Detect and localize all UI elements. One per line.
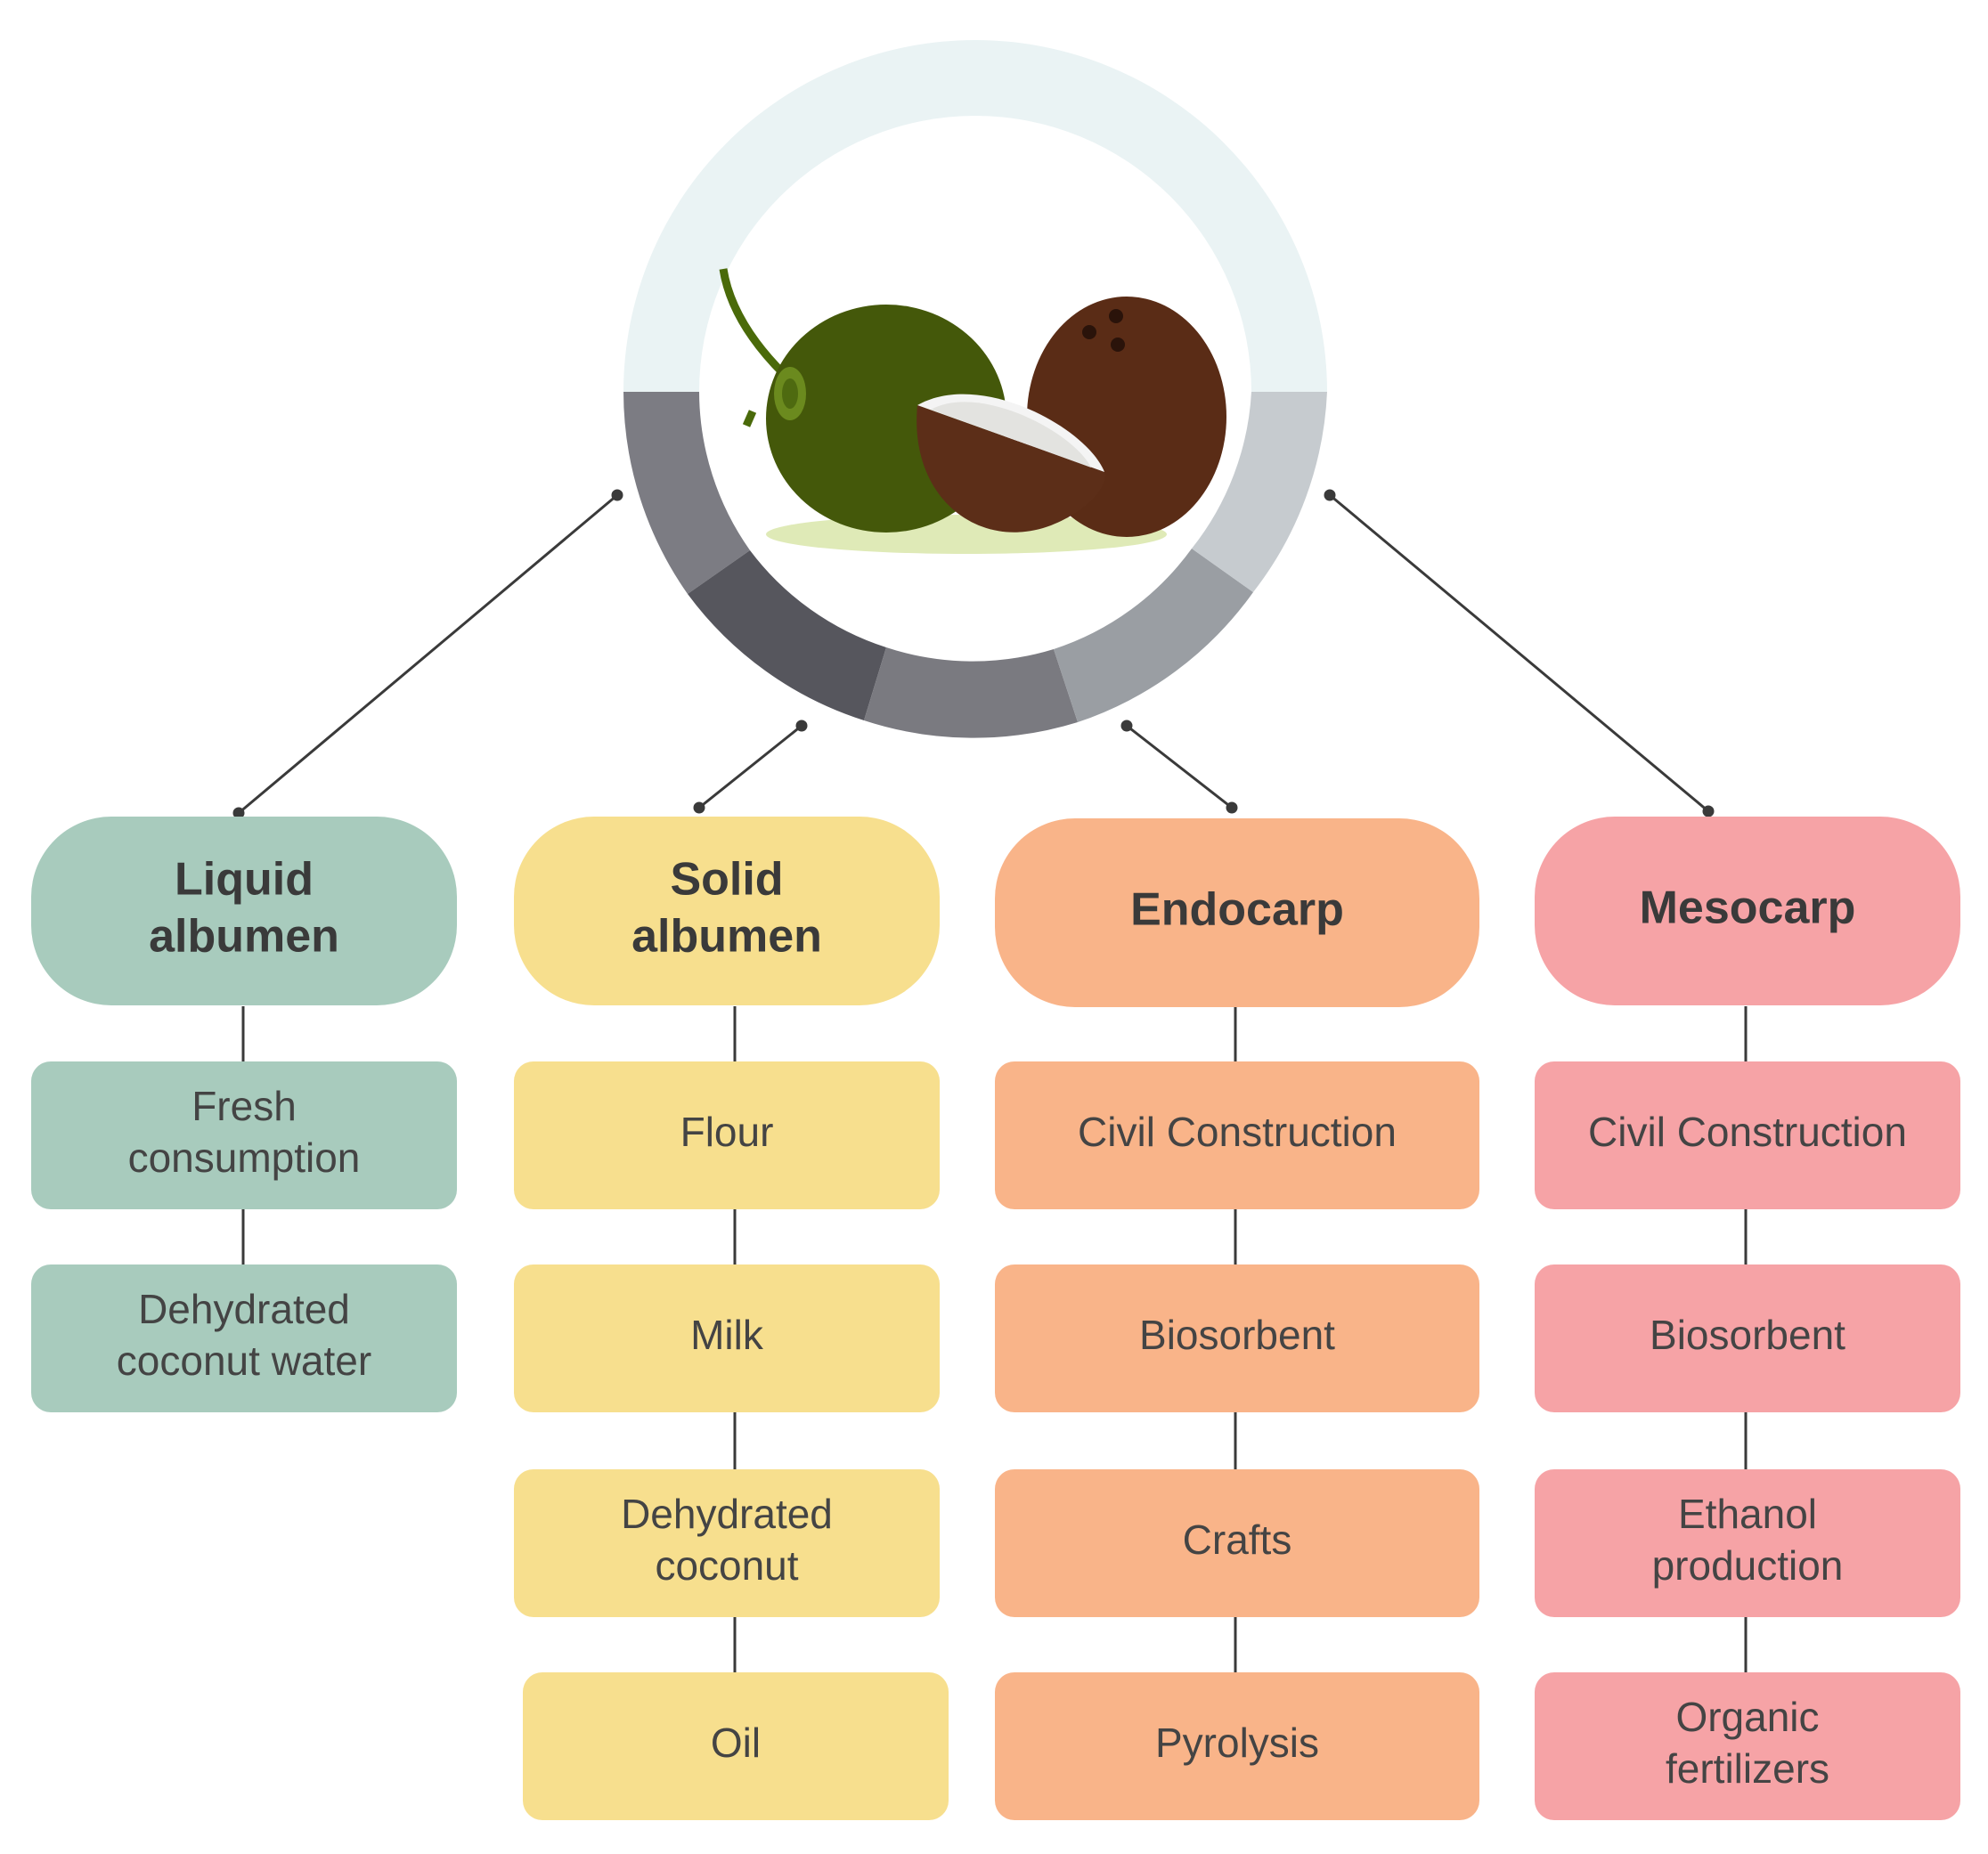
liquid-item-label-line: Fresh	[191, 1083, 297, 1129]
mesocarp-item: Biosorbent	[1535, 1264, 1960, 1412]
endocarp-item-label-line: Civil Construction	[1078, 1109, 1397, 1155]
solid-item: Oil	[523, 1672, 949, 1820]
solid-header-box	[514, 817, 940, 1005]
endocarp-item-box	[995, 1061, 1479, 1209]
connectors	[232, 489, 1748, 1672]
solid-item-label-line: Flour	[680, 1109, 774, 1155]
endocarp-item: Civil Construction	[995, 1061, 1479, 1209]
mesocarp-item: Civil Construction	[1535, 1061, 1960, 1209]
category-columns: LiquidalbumenFreshconsumptionDehydratedc…	[31, 817, 1960, 1820]
endocarp-item: Crafts	[995, 1469, 1479, 1617]
center-ring	[623, 40, 1327, 738]
endocarp-item: Biosorbent	[995, 1264, 1479, 1412]
solid-item-box	[514, 1061, 940, 1209]
endocarp-item-box	[995, 1672, 1479, 1820]
liquid-item: Fresh consumption	[31, 1061, 457, 1209]
mesocarp-item: Organic fertilizers	[1535, 1672, 1960, 1820]
mesocarp-item-label-line: Civil Construction	[1588, 1109, 1907, 1155]
solid-item-label-line: Dehydrated	[621, 1491, 833, 1537]
mesocarp-header-box	[1535, 817, 1960, 1005]
solid-item-label-line: coconut	[655, 1542, 798, 1589]
liquid-item-label-line: coconut water	[117, 1338, 371, 1384]
mesocarp-item-box	[1535, 1264, 1960, 1412]
mesocarp-item-box	[1535, 1061, 1960, 1209]
solid-header-title-line: albumen	[631, 911, 822, 963]
solid-item-label-line: Oil	[711, 1720, 761, 1766]
endocarp-item: Pyrolysis	[995, 1672, 1479, 1820]
liquid-item-box	[31, 1061, 457, 1209]
endocarp-item-label-line: Crafts	[1183, 1517, 1292, 1563]
coconut-icon	[719, 268, 1226, 554]
mesocarp-header: Mesocarp	[1535, 817, 1960, 1005]
solid-item: Flour	[514, 1061, 940, 1209]
liquid-item-label-line: consumption	[128, 1134, 361, 1181]
liquid-header-title-line: albumen	[149, 911, 339, 963]
endocarp-item-label-line: Pyrolysis	[1155, 1720, 1319, 1766]
mesocarp-item-box	[1535, 1672, 1960, 1820]
liquid-item-label-line: Dehydrated	[138, 1286, 350, 1332]
liquid-item: Dehydrated coconut water	[31, 1264, 457, 1412]
mesocarp-item-label-line: Ethanol	[1678, 1491, 1817, 1537]
mesocarp-item-label-line: Biosorbent	[1650, 1312, 1845, 1358]
endocarp-item-box	[995, 1264, 1479, 1412]
solid-item-box	[514, 1469, 940, 1617]
mesocarp-item-box	[1535, 1469, 1960, 1617]
liquid-item-box	[31, 1264, 457, 1412]
liquid-header-box	[31, 817, 457, 1005]
solid-item-box	[514, 1264, 940, 1412]
endocarp-header-title-line: Endocarp	[1130, 884, 1344, 936]
endocarp-item-box	[995, 1469, 1479, 1617]
mesocarp-item: Ethanol production	[1535, 1469, 1960, 1617]
liquid-header-title-line: Liquid	[175, 854, 314, 906]
solid-item-box	[523, 1672, 949, 1820]
solid-header-title-line: Solid	[670, 854, 783, 906]
solid-item-label-line: Milk	[690, 1312, 764, 1358]
endocarp-header-box	[995, 818, 1479, 1007]
mesocarp-item-label-line: fertilizers	[1666, 1745, 1829, 1792]
mesocarp-item-label-line: Organic	[1675, 1694, 1819, 1740]
endocarp-header: Endocarp	[995, 818, 1479, 1007]
solid-item: Milk	[514, 1264, 940, 1412]
endocarp-item-label-line: Biosorbent	[1139, 1312, 1335, 1358]
mesocarp-item-label-line: production	[1652, 1542, 1844, 1589]
mesocarp-header-title-line: Mesocarp	[1640, 882, 1856, 934]
solid-item: Dehydrated coconut	[514, 1469, 940, 1617]
